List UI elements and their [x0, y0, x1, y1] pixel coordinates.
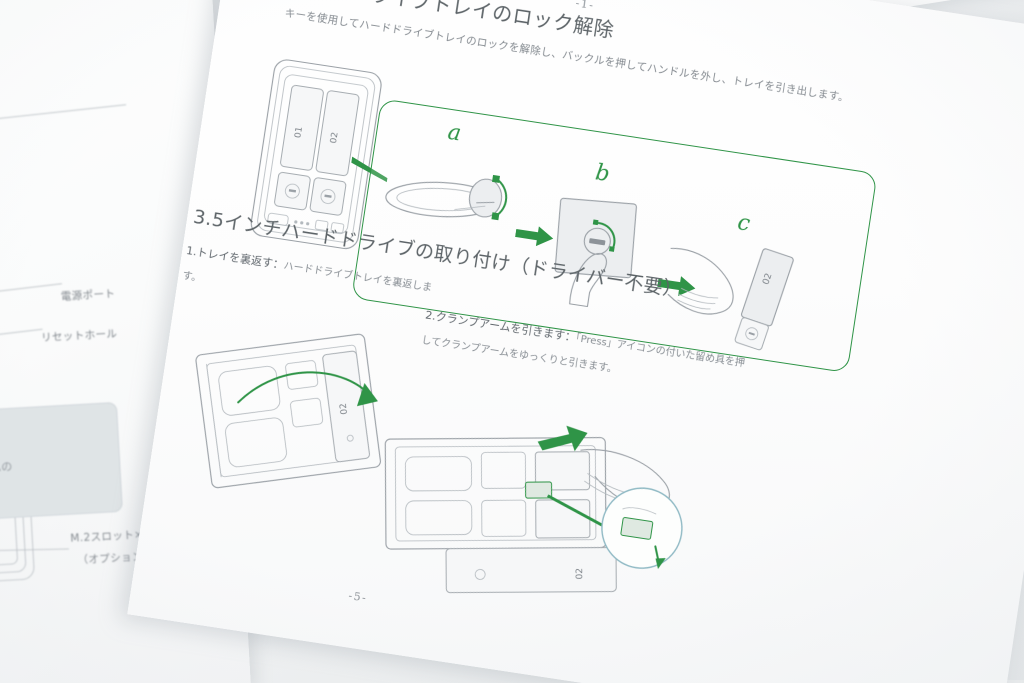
tray-side-label: 02: [339, 402, 350, 415]
manual-page: -1- -5- ハードドライブトレイのロック解除 キーを使用してハードドライブト…: [127, 0, 1024, 683]
background-sheet-left: W 電源ポート リセットホール M.2スロット×2 （オプション） ムの: [0, 0, 251, 683]
step-c-pull-illustration: 02: [655, 230, 830, 363]
background-gray-card: [0, 401, 123, 520]
lock-keyhole-icon: [284, 183, 300, 199]
step-b-press-illustration: [533, 188, 670, 325]
step-letter-b: b: [593, 160, 612, 188]
clamp-arm-illustration: 02: [363, 385, 709, 631]
leader-line-power: [0, 283, 63, 298]
page-number-bottom: -5-: [347, 589, 369, 605]
step-a-key-illustration: [377, 155, 526, 245]
tray-flip-illustration: 02: [165, 303, 424, 545]
bay-label-01: 01: [293, 126, 305, 139]
label-reset-hole: リセットホール: [40, 327, 118, 345]
rotate-arrow-icon: [491, 174, 508, 221]
unlock-steps-panel: a: [351, 98, 878, 374]
step-letter-c: c: [735, 210, 752, 237]
step-letter-a: a: [446, 119, 463, 147]
background-gray-card-text: ムの: [0, 459, 13, 475]
leader-line-reset: [0, 328, 43, 343]
nas-front-view-illustration: 01 02: [239, 51, 407, 270]
pull-arrow-icon: [537, 425, 588, 452]
tray-label-02: 02: [761, 272, 774, 286]
flip-arrow-icon: [237, 371, 378, 407]
zoom-detail-circle: [601, 487, 683, 570]
callout-connector: [346, 152, 395, 192]
arrow-right-icon: [656, 273, 699, 303]
leader-line: [0, 104, 127, 125]
tray-front-label: 02: [575, 568, 585, 580]
step-1-lead: トレイを裏返す：: [195, 245, 285, 272]
lock-keyhole-icon: [320, 189, 336, 204]
label-power-port: 電源ポート: [60, 287, 116, 303]
arrow-right-icon: [514, 223, 557, 253]
bay-label-02: 02: [329, 131, 341, 144]
rotate-arrow-icon: [592, 219, 616, 252]
